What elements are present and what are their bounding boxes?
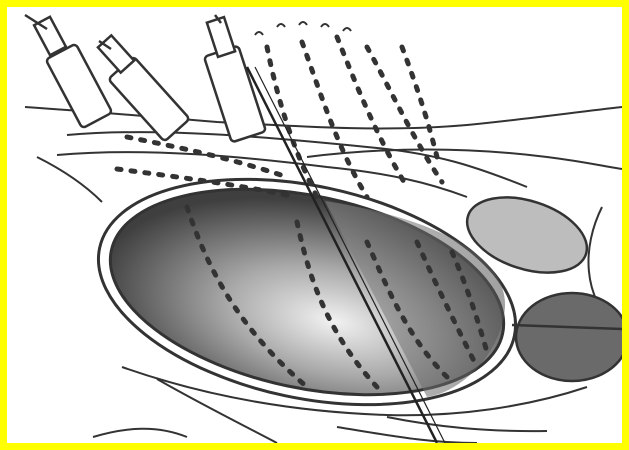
instrument-3-barrel [204, 46, 266, 143]
needle-instruments [25, 15, 266, 142]
instrument-1-barrel [46, 44, 113, 129]
medical-illustration [7, 7, 622, 443]
lower-right-node [516, 293, 622, 381]
needle-tips [255, 22, 351, 35]
